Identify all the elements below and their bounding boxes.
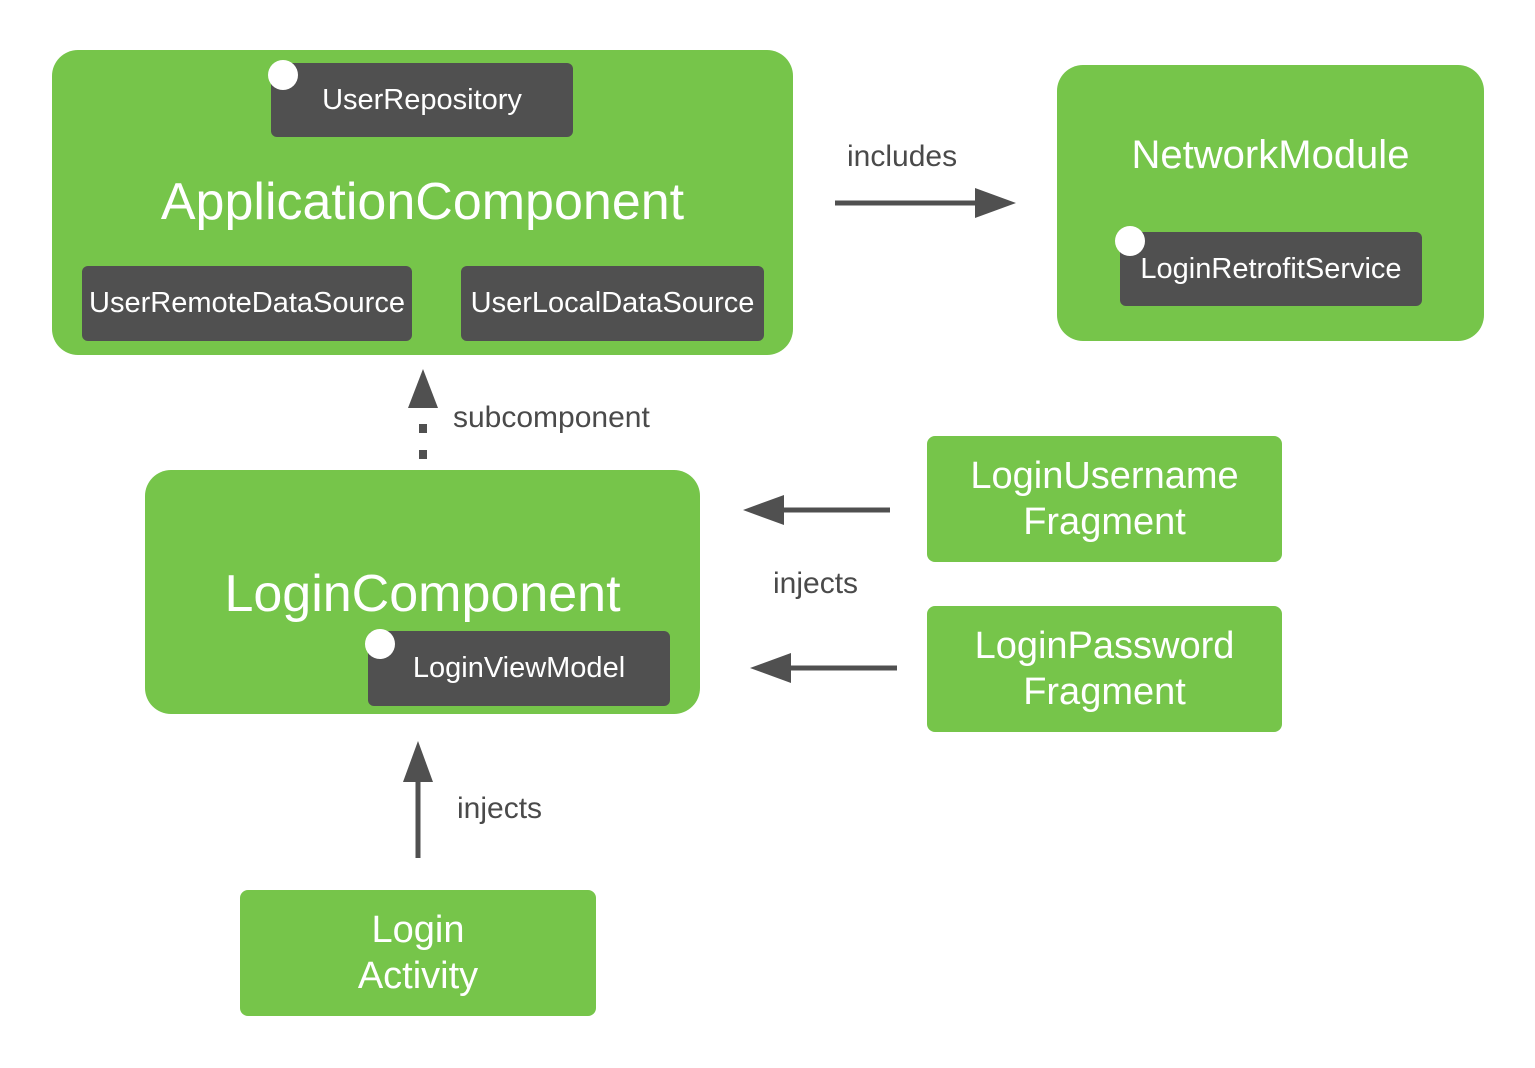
login-activity-box: Login Activity: [240, 890, 596, 1016]
password-injects-arrow: [750, 653, 897, 683]
login-view-model-scope-dot: [365, 629, 395, 659]
login-username-fragment-line1: LoginUsername: [970, 455, 1239, 497]
user-local-data-source-pill: UserLocalDataSource: [461, 266, 764, 341]
subcomponent-label: subcomponent: [453, 401, 650, 434]
user-repository-scope-dot: [268, 60, 298, 90]
login-password-fragment-line1: LoginPassword: [974, 625, 1235, 667]
user-repository-label: UserRepository: [322, 83, 522, 116]
user-repository-pill: UserRepository: [271, 63, 573, 137]
user-remote-data-source-label: UserRemoteDataSource: [89, 287, 405, 319]
username-injects-arrow: [743, 495, 890, 525]
network-module-box: NetworkModule LoginRetrofitService: [1057, 65, 1484, 341]
application-component-box: UserRepository ApplicationComponent User…: [52, 50, 793, 355]
application-component-title: ApplicationComponent: [160, 173, 685, 231]
login-retrofit-service-label: LoginRetrofitService: [1140, 252, 1402, 285]
login-component-title: LoginComponent: [224, 565, 621, 623]
fragments-injects-label: injects: [773, 567, 859, 600]
login-retrofit-service-scope-dot: [1115, 226, 1145, 256]
login-retrofit-service-pill: LoginRetrofitService: [1120, 232, 1422, 306]
login-view-model-label: LoginViewModel: [412, 652, 626, 684]
login-activity-line1: Login: [371, 909, 465, 951]
user-remote-data-source-pill: UserRemoteDataSource: [82, 266, 412, 341]
login-username-fragment-box: LoginUsername Fragment: [927, 436, 1282, 562]
activity-injects-arrow: [403, 741, 433, 858]
login-activity-line2: Activity: [357, 955, 479, 997]
subcomponent-arrow: [408, 369, 438, 459]
network-module-title: NetworkModule: [1131, 133, 1410, 177]
login-component-box: LoginComponent LoginViewModel: [145, 470, 700, 714]
includes-label: includes: [847, 140, 958, 173]
includes-arrow: [835, 188, 1016, 218]
login-password-fragment-line2: Fragment: [1023, 671, 1186, 713]
login-view-model-pill: LoginViewModel: [368, 631, 670, 706]
login-username-fragment-line2: Fragment: [1023, 501, 1186, 543]
login-activity-text: Login Activity: [240, 890, 596, 1016]
login-password-fragment-text: LoginPassword Fragment: [927, 606, 1282, 732]
activity-injects-label: injects: [457, 792, 543, 825]
login-password-fragment-box: LoginPassword Fragment: [927, 606, 1282, 732]
user-local-data-source-label: UserLocalDataSource: [470, 287, 755, 319]
login-username-fragment-text: LoginUsername Fragment: [927, 436, 1282, 562]
